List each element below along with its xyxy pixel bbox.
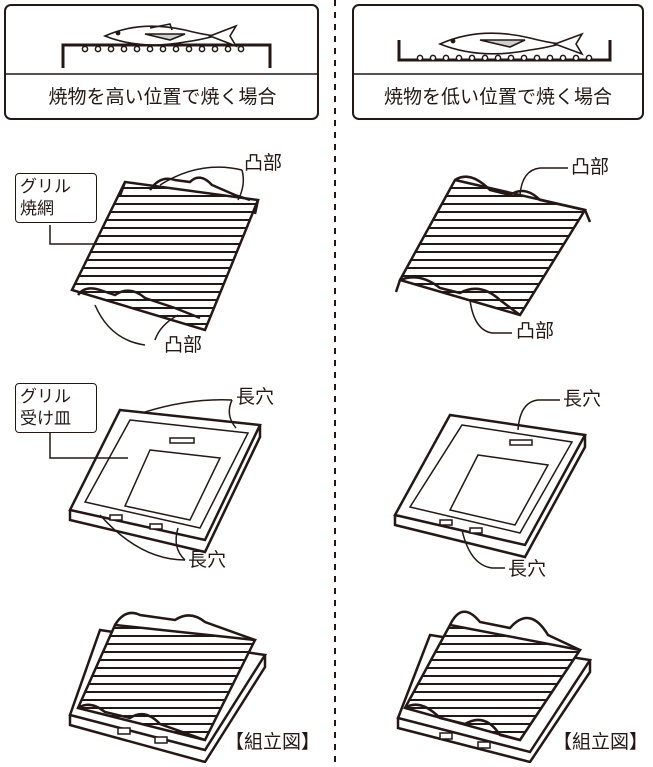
left-assembly-label: 【組立図】	[225, 731, 321, 753]
right-slot-label-top: 長穴	[563, 388, 602, 410]
grill-net-label-line1: グリル	[20, 177, 71, 197]
right-grill-net	[394, 167, 592, 334]
fish-icon	[102, 23, 238, 48]
right-assembly-label: 【組立図】	[553, 731, 649, 753]
left-caption: 焼物を高い位置で焼く場合	[48, 86, 277, 108]
left-slot-label-bottom: 長穴	[188, 549, 227, 571]
left-grill-tray	[49, 399, 262, 561]
grill-net-label-line2: 焼網	[20, 199, 54, 219]
fish-icon	[437, 32, 584, 56]
grill-net-label: グリル 焼網	[15, 173, 97, 223]
right-position-box	[352, 4, 644, 120]
right-assembly	[396, 610, 593, 764]
grill-tray-label: グリル 受け皿	[15, 383, 97, 433]
left-assembly	[68, 611, 268, 764]
grill-tray-label-line1: グリル	[20, 387, 71, 407]
right-slot-label-bottom: 長穴	[508, 558, 547, 580]
left-position-box	[4, 4, 319, 120]
left-convex-label-top: 凸部	[244, 152, 283, 174]
grill-tray-label-line2: 受け皿	[20, 409, 71, 429]
right-convex-label-top: 凸部	[571, 156, 610, 178]
right-convex-label-bottom: 凸部	[516, 320, 555, 342]
right-caption: 焼物を低い位置で焼く場合	[383, 86, 612, 108]
left-slot-label-top: 長穴	[236, 386, 275, 408]
left-convex-label-bottom: 凸部	[164, 334, 203, 356]
right-grill-tray	[393, 399, 587, 569]
left-grill-net	[49, 166, 260, 346]
